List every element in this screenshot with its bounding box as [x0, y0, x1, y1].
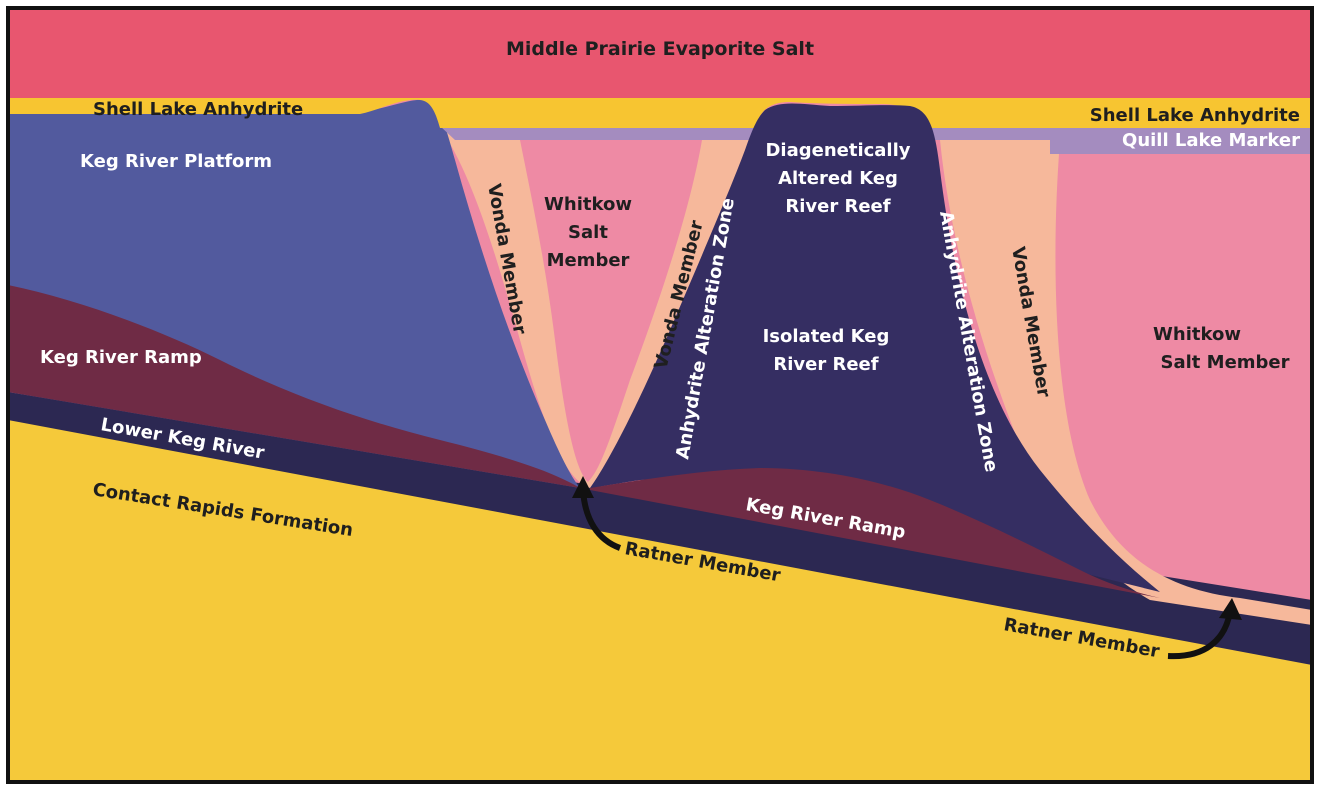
arrow-ratner-center: [572, 476, 622, 551]
label-middle-prairie: Middle Prairie Evaporite Salt: [506, 38, 814, 60]
label-keg-ramp-left: Keg River Ramp: [40, 347, 202, 368]
label-isolated-2: River Reef: [773, 354, 878, 375]
vonda-member-right-layer: [940, 140, 1312, 625]
middle-prairie-salt-layer: [8, 8, 1312, 98]
whitkow-salt-left-layer: [520, 140, 702, 482]
diagram-frame: [6, 6, 1314, 784]
label-whitkow-left-2: Salt: [568, 222, 608, 243]
label-diag-2: Altered Keg: [778, 168, 898, 189]
label-quill-lake: Quill Lake Marker: [1122, 130, 1300, 151]
label-whitkow-right-1: Whitkow: [1153, 324, 1241, 345]
label-shell-lake-right: Shell Lake Anhydrite: [1090, 105, 1300, 126]
shell-lake-anhydrite-layer: [8, 97, 1312, 128]
label-whitkow-left-3: Member: [547, 250, 630, 271]
arrow-ratner-right: [1167, 598, 1242, 660]
label-diag-3: River Reef: [785, 196, 890, 217]
quill-lake-marker-layer: [440, 126, 1312, 154]
label-whitkow-left-1: Whitkow: [544, 194, 632, 215]
contact-rapids-layer: [8, 420, 1312, 782]
label-keg-platform: Keg River Platform: [80, 151, 272, 172]
label-diag-1: Diagenetically: [765, 140, 910, 161]
label-whitkow-right-2: Salt Member: [1161, 352, 1290, 373]
keg-river-ramp-center-layer: [590, 468, 1160, 598]
label-isolated-1: Isolated Keg: [763, 326, 890, 347]
keg-river-ramp-left-layer: [8, 285, 580, 488]
lower-keg-river-layer: [8, 392, 1312, 665]
label-shell-lake-left: Shell Lake Anhydrite: [93, 99, 303, 120]
